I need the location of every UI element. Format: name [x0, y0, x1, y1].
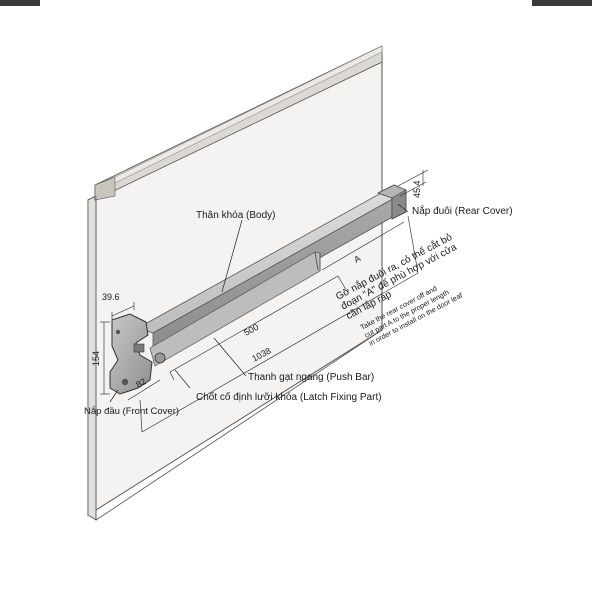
- label-latch: Chốt cố định lưỡi khóa (Latch Fixing Par…: [196, 391, 382, 403]
- dim-82: 82: [134, 376, 148, 390]
- label-rear-cover: Nắp đuôi (Rear Cover): [412, 204, 513, 217]
- dim-45: 45.4: [412, 180, 422, 198]
- latch-fixing-part: [154, 352, 166, 364]
- push-bar: [149, 251, 321, 367]
- top-right-tab: [532, 0, 592, 6]
- leader-lines: [109, 203, 409, 403]
- label-push-bar: Thanh gạt ngang (Push Bar): [248, 372, 374, 383]
- label-front-cover: Nắp đầu (Front Cover): [84, 406, 179, 417]
- label-body: Thân khóa (Body): [196, 210, 276, 221]
- dim-A: A: [352, 253, 362, 265]
- dimension-lines: [100, 169, 429, 433]
- dim-154: 154: [91, 351, 101, 366]
- top-left-tab: [0, 0, 40, 6]
- front-cover: [109, 313, 166, 395]
- dim-39: 39.6: [102, 292, 120, 302]
